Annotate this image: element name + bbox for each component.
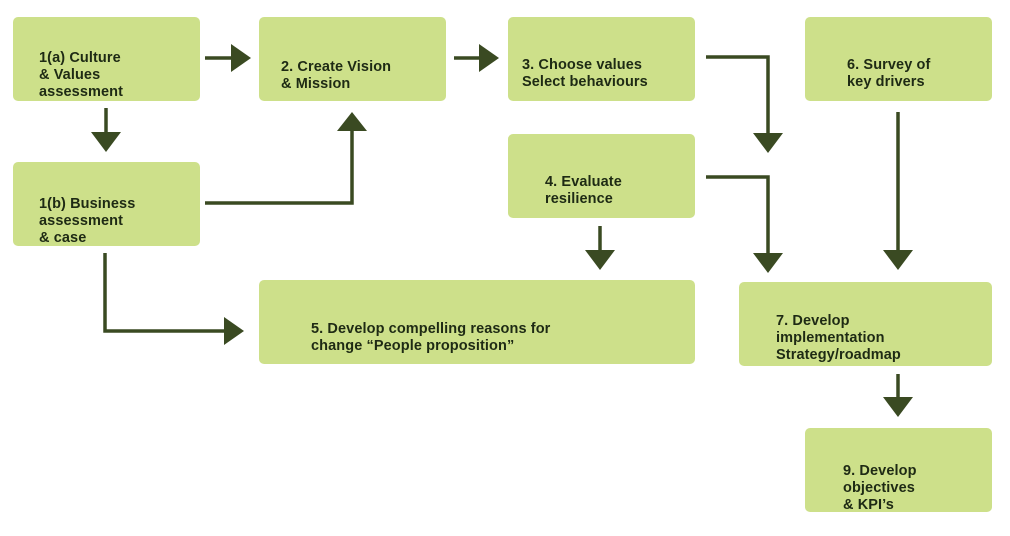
step-label: 2. Create Vision & Mission [281,59,392,92]
step-box-1a-culture-values: 1(a) Culture & Values assessment [13,17,200,101]
step-label: 3. Choose values Select behaviours [522,57,648,90]
step-label: 9. Develop objectives & KPI’s [843,463,917,513]
step-box-3-values-behaviours: 3. Choose values Select behaviours [508,17,695,101]
step-box-1b-business-case: 1(b) Business assessment & case [13,162,200,246]
step-label: 1(b) Business assessment & case [39,196,136,246]
step-label: 7. Develop implementation Strategy/roadm… [776,313,901,363]
connector-line [706,55,770,136]
arrowhead-down [883,250,913,270]
arrowhead-down [883,397,913,417]
connector-1b-to-5 [103,253,244,345]
step-box-9-objectives-kpis: 9. Develop objectives & KPI’s [805,428,992,513]
step-label: 4. Evaluate resilience [545,174,622,207]
step-box-6-survey-drivers: 6. Survey of key drivers [805,17,992,101]
arrowhead-down [91,132,121,152]
step-label: 6. Survey of key drivers [847,57,931,90]
connector-4-to-7 [706,175,783,273]
connector-1a-to-2 [205,44,251,72]
arrowhead-down [753,133,783,153]
arrowhead-down [585,250,615,270]
step-box-5-people-proposition: 5. Develop compelling reasons for change… [259,280,695,364]
connector-4-to-5 [585,226,615,270]
step-box-7-implementation-strategy: 7. Develop implementation Strategy/roadm… [739,282,992,366]
connector-7-to-9 [883,374,913,417]
arrowhead-right [231,44,251,72]
arrowhead-down [753,253,783,273]
connector-line [103,253,227,333]
connector-6-to-7 [883,112,913,270]
connector-3-to-7 [706,55,783,153]
connector-2-to-3 [454,44,499,72]
connector-line [706,175,770,256]
step-box-2-vision-mission: 2. Create Vision & Mission [259,17,446,101]
arrowhead-right [479,44,499,72]
connector-line [205,128,354,205]
arrowhead-right [224,317,244,345]
step-label: 5. Develop compelling reasons for change… [311,321,551,354]
arrowhead-up [337,112,367,131]
connector-1a-to-1b [91,108,121,152]
step-label: 1(a) Culture & Values assessment [39,50,124,100]
step-box-4-evaluate-resilience: 4. Evaluate resilience [508,134,695,218]
connector-1b-to-2 [205,112,367,205]
